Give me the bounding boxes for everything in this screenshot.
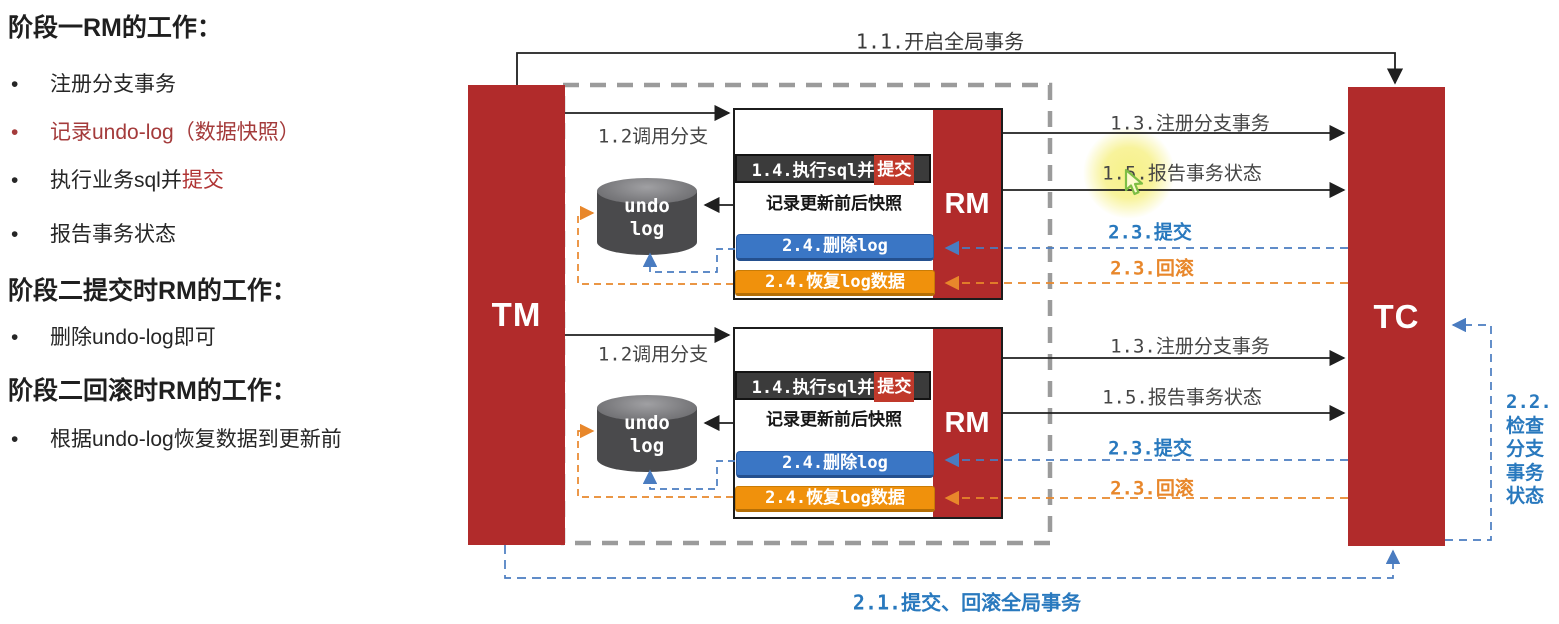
commit-highlight: 提交 bbox=[874, 372, 915, 402]
tm-label: TM bbox=[491, 296, 542, 333]
label-report-status-1: 1.5.报告事务状态 bbox=[1102, 162, 1262, 185]
label-check-branch-status: 2.2. 检查 分支 事务 状态 bbox=[1506, 391, 1552, 507]
label-rollback-2: 2.3.回滚 bbox=[1110, 477, 1194, 500]
arrow-open-global-transaction bbox=[516, 52, 1404, 85]
restore-log-bar: 2.4.恢复log数据 bbox=[735, 270, 935, 296]
label-register-branch-1: 1.3.注册分支事务 bbox=[1110, 112, 1270, 135]
bullet-icon: • bbox=[11, 428, 19, 451]
label-call-branch-2: 1.2调用分支 bbox=[597, 343, 709, 366]
branch-service-box-2: RM 1.4.执行sql并提交 记录更新前后快照 2.4.删除log 2.4.恢… bbox=[733, 327, 1003, 519]
undo-log-label: undo log bbox=[624, 412, 670, 457]
phase1-item-execsql: • 执行业务sql并提交 bbox=[11, 167, 224, 195]
bullet-icon: • bbox=[11, 326, 19, 349]
phase1-item-undolog: • 记录undo-log（数据快照） bbox=[11, 119, 300, 147]
phase2-item-delete: • 删除undo-log即可 bbox=[11, 324, 216, 352]
tm-node: TM bbox=[468, 85, 565, 545]
bullet-icon: • bbox=[11, 73, 19, 96]
rm-label: RM bbox=[944, 187, 990, 220]
label-rollback-1: 2.3.回滚 bbox=[1110, 257, 1194, 280]
snapshot-row: 记录更新前后快照 bbox=[766, 410, 902, 429]
phase2-item-restore: • 根据undo-log恢复数据到更新前 bbox=[11, 426, 342, 454]
branch-service-box-1: RM 1.4.执行sql并提交 记录更新前后快照 2.4.删除log 2.4.恢… bbox=[733, 108, 1003, 300]
label-open-global: 1.1.开启全局事务 bbox=[855, 29, 1025, 54]
phase1-item-register: • 注册分支事务 bbox=[11, 71, 176, 99]
phase2-rollback-heading: 阶段二回滚时RM的工作： bbox=[8, 377, 297, 405]
restore-log-bar: 2.4.恢复log数据 bbox=[735, 486, 935, 512]
bullet-icon: • bbox=[11, 169, 19, 192]
delete-log-bar: 2.4.删除log bbox=[736, 234, 934, 261]
bullet-text: 报告事务状态 bbox=[50, 223, 176, 246]
arrow-global-commit-rollback bbox=[504, 545, 1401, 579]
label-commit-1: 2.3.提交 bbox=[1108, 221, 1192, 244]
bullet-text: 记录undo-log（数据快照） bbox=[50, 121, 300, 144]
label-call-branch-1: 1.2调用分支 bbox=[597, 125, 709, 148]
phase2-commit-heading: 阶段二提交时RM的工作： bbox=[8, 277, 297, 305]
delete-log-bar: 2.4.删除log bbox=[736, 451, 934, 478]
commit-highlight: 提交 bbox=[874, 155, 915, 185]
exec-sql-bar: 1.4.执行sql并提交 bbox=[735, 154, 931, 185]
bullet-icon: • bbox=[11, 223, 19, 246]
snapshot-row: 记录更新前后快照 bbox=[766, 194, 902, 213]
bullet-icon: • bbox=[11, 121, 19, 144]
bullet-text: 根据undo-log恢复数据到更新前 bbox=[50, 428, 342, 451]
phase1-heading: 阶段一RM的工作： bbox=[8, 14, 222, 42]
exec-sql-bar: 1.4.执行sql并提交 bbox=[735, 371, 931, 402]
undo-log-db-1: undo log bbox=[597, 178, 697, 256]
tc-node: TC bbox=[1348, 87, 1445, 546]
tc-label: TC bbox=[1373, 297, 1420, 335]
rm-node: RM bbox=[933, 110, 1001, 298]
label-report-status-2: 1.5.报告事务状态 bbox=[1102, 386, 1262, 409]
rm-label: RM bbox=[944, 406, 990, 439]
label-global-commit-rollback: 2.1.提交、回滚全局事务 bbox=[852, 590, 1082, 615]
bullet-text: 注册分支事务 bbox=[50, 73, 176, 96]
arrow-check-branch-status bbox=[1445, 317, 1492, 541]
phase1-item-report: • 报告事务状态 bbox=[11, 221, 176, 249]
undo-log-label: undo log bbox=[624, 195, 670, 240]
rm-node: RM bbox=[933, 329, 1001, 517]
label-register-branch-2: 1.3.注册分支事务 bbox=[1110, 335, 1270, 358]
undo-log-db-2: undo log bbox=[597, 395, 697, 473]
bullet-text: 执行业务sql并提交 bbox=[50, 169, 224, 192]
bullet-text: 删除undo-log即可 bbox=[50, 326, 216, 349]
label-commit-2: 2.3.提交 bbox=[1108, 437, 1192, 460]
